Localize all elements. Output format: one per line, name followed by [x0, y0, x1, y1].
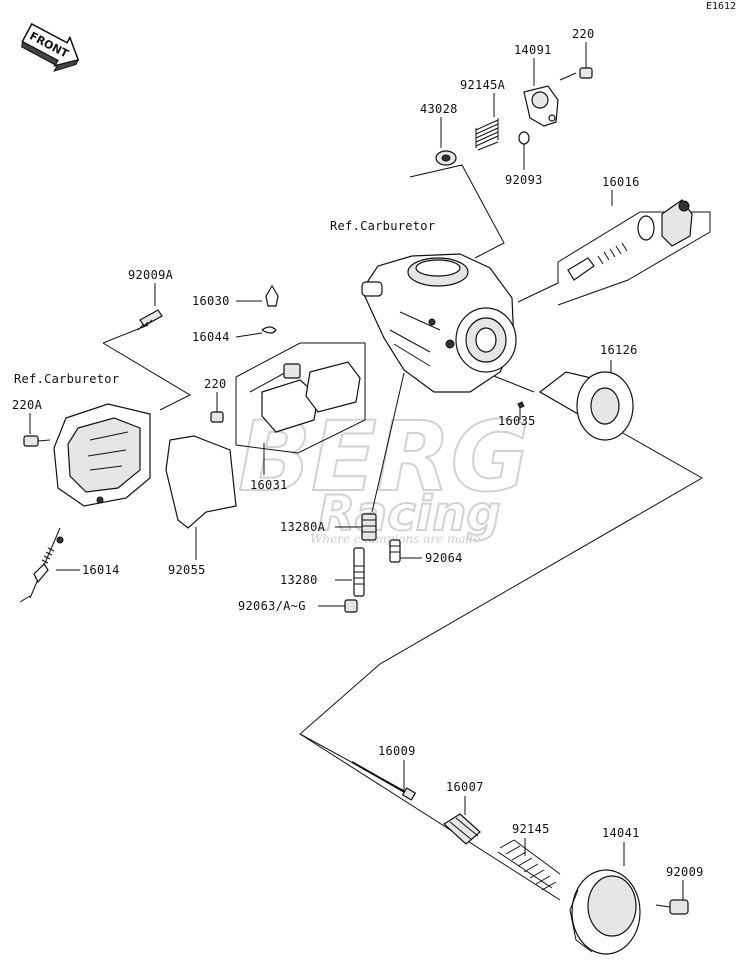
screw-92009a: [137, 309, 163, 331]
valve-16016: [567, 199, 693, 281]
spring-92145a: [475, 118, 499, 151]
label-16009: 16009: [378, 744, 416, 758]
cover-14041: [569, 869, 641, 955]
label-220-top: 220: [572, 27, 595, 41]
gasket-92055: [165, 435, 237, 529]
screw-92009: [655, 899, 689, 915]
label-92145a: 92145A: [460, 78, 506, 92]
needle-16009: [351, 761, 417, 801]
screw-220-mid: [210, 411, 224, 423]
pin-92064: [389, 539, 401, 563]
jet-13280: [353, 547, 365, 597]
parts: [19, 67, 693, 955]
label-16044: 16044: [192, 330, 230, 344]
spring-92145: [497, 839, 561, 891]
cover-14091: [523, 85, 559, 127]
carburetor-body: [361, 253, 517, 393]
label-13280a: 13280A: [280, 520, 326, 534]
screw-220-top: [559, 67, 593, 81]
diaphragm-43028: [435, 150, 457, 166]
label-ref-carb-top: Ref.Carburetor: [330, 219, 435, 233]
label-92093: 92093: [505, 173, 543, 187]
diagram-code: E1612: [706, 1, 736, 12]
label-92063: 92063/A~G: [238, 599, 306, 613]
label-16031: 16031: [250, 478, 288, 492]
float-16031: [249, 361, 361, 433]
holder-16007: [443, 813, 481, 845]
jet-92063: [344, 599, 358, 613]
label-92145: 92145: [512, 822, 550, 836]
label-43028: 43028: [420, 102, 458, 116]
label-220-mid: 220: [204, 377, 227, 391]
label-16016: 16016: [602, 175, 640, 189]
clip-16044: [261, 326, 277, 334]
front-arrow-icon: FRONT: [21, 22, 80, 72]
jet-13280a: [361, 513, 377, 541]
needle-16030: [265, 284, 279, 307]
label-16030: 16030: [192, 294, 230, 308]
label-14041: 14041: [602, 826, 640, 840]
slide-16126: [538, 371, 634, 441]
label-16007: 16007: [446, 780, 484, 794]
part-16035: [517, 401, 525, 409]
label-16126: 16126: [600, 343, 638, 357]
label-13280: 13280: [280, 573, 318, 587]
label-92055: 92055: [168, 563, 206, 577]
oring-92093: [518, 131, 530, 145]
watermark: BERG Racing Where champions are made: [237, 400, 530, 546]
label-16035: 16035: [498, 414, 536, 428]
label-14091: 14091: [514, 43, 552, 57]
watermark-tagline: Where champions are made: [310, 532, 480, 546]
screw-220a: [23, 435, 51, 447]
pilot-screw-16014: [19, 527, 64, 603]
label-ref-carb-left: Ref.Carburetor: [14, 372, 119, 386]
part-labels: 220 14091 92145A 43028 92093 16016 Ref.C…: [12, 27, 704, 879]
label-92009a: 92009A: [128, 268, 174, 282]
float-bowl: [53, 403, 151, 507]
label-16014: 16014: [82, 563, 120, 577]
label-92009: 92009: [666, 865, 704, 879]
label-92064: 92064: [425, 551, 463, 565]
label-220a: 220A: [12, 398, 43, 412]
watermark-brand-bottom: Racing: [318, 486, 501, 542]
